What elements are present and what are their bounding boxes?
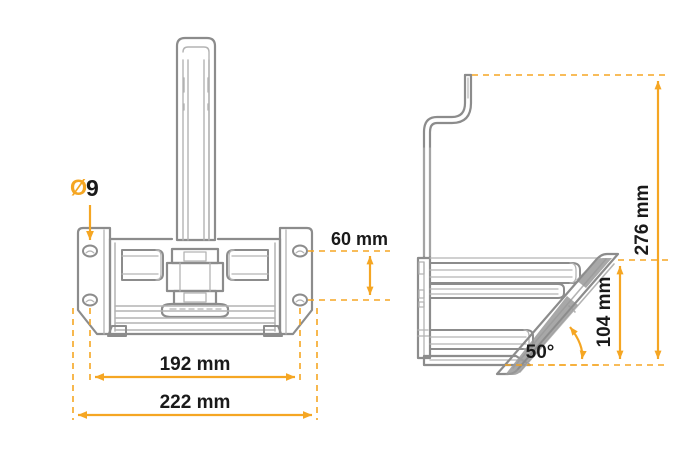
- dimension-276mm: 276 mm: [472, 74, 668, 366]
- dim-label-276mm: 276 mm: [632, 185, 653, 256]
- dimension-hole-diameter: Ø 9: [70, 175, 99, 241]
- side-view-back-post-detail: [417, 261, 431, 357]
- side-view-ramp-fill: [505, 258, 612, 375]
- front-view-foot-right: [263, 325, 283, 337]
- front-view-body-rails: [114, 242, 276, 332]
- dim-label-192mm: 192 mm: [160, 354, 231, 375]
- dimension-60mm: 60 mm: [308, 229, 390, 301]
- front-view-mast-inner-lines: [182, 46, 210, 241]
- side-view-back-post: [416, 256, 432, 360]
- side-view-ramp-edge: [504, 253, 619, 370]
- dimension-50deg: 50°: [505, 326, 600, 366]
- front-view-mast: [175, 36, 217, 242]
- side-view-shelf-rail-middle: [429, 283, 565, 299]
- side-view-shelf-rail-middle-detail: [429, 288, 559, 295]
- front-view-hub-detail: [169, 251, 222, 310]
- dim-label-104mm: 104 mm: [594, 277, 615, 348]
- diameter-symbol-icon: Ø: [70, 175, 87, 200]
- front-view-roller-right-detail: [228, 249, 269, 281]
- dim-label-50deg: 50°: [526, 342, 555, 363]
- front-view-mounting-holes: [82, 244, 308, 307]
- side-view-geometry: [416, 73, 620, 376]
- front-view-geometry: [76, 36, 314, 337]
- front-view-foot-left: [107, 325, 127, 337]
- front-view-hole-highlights: [85, 250, 305, 303]
- dimension-192mm: 192 mm: [89, 308, 301, 382]
- dim-label-222mm: 222 mm: [160, 392, 231, 413]
- dimension-104mm: 104 mm: [594, 259, 668, 360]
- side-view-hook: [422, 73, 473, 260]
- dimension-222mm: 222 mm: [72, 308, 318, 420]
- front-view-roller-left-detail: [121, 249, 162, 281]
- side-view-shelf-rail-upper-detail: [429, 257, 601, 284]
- dim-label-60mm: 60 mm: [331, 229, 388, 249]
- dim-arc-arrow-50deg: [569, 326, 587, 360]
- diameter-value-label: 9: [86, 175, 99, 201]
- side-view-hook-inner: [423, 77, 469, 257]
